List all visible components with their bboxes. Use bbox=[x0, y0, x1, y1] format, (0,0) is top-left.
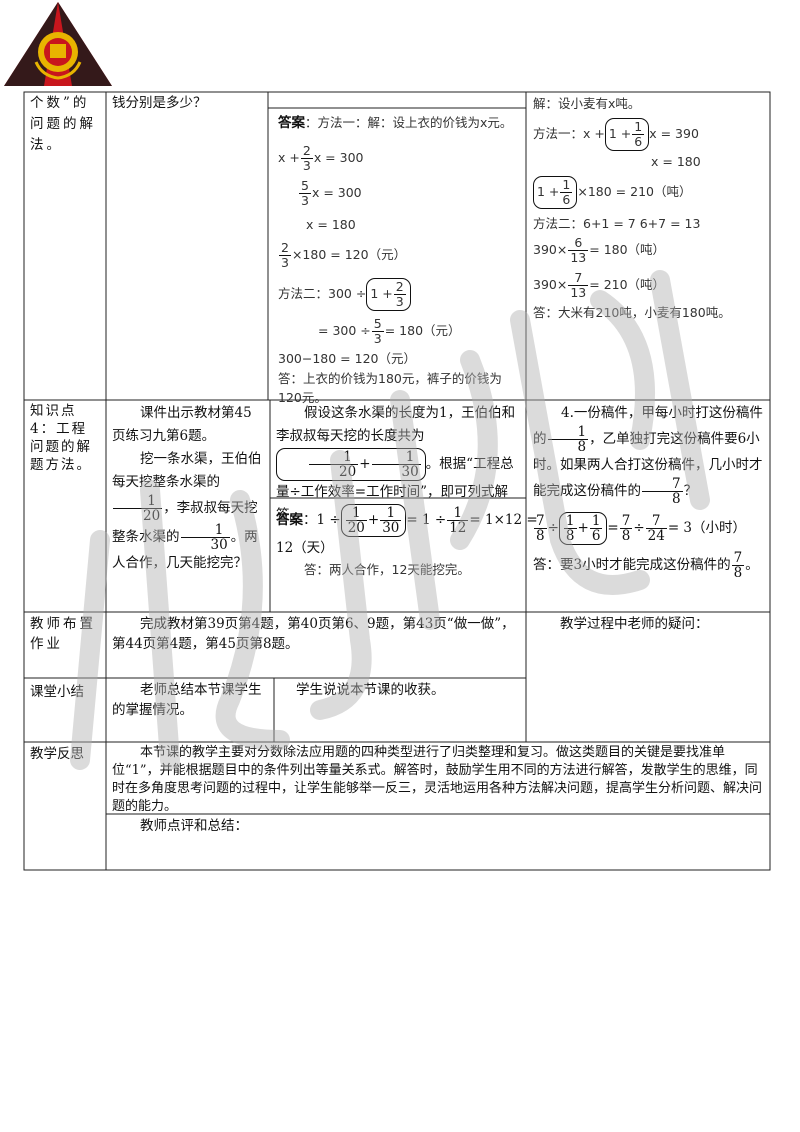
ans-line2: 12（天） bbox=[276, 540, 334, 556]
method1-head: ：方法一：解：设上衣的价钱为x元。 bbox=[305, 115, 513, 130]
row1-problem: 钱分别是多少？ bbox=[112, 95, 207, 111]
teacher-questions: 教学过程中老师的疑问： bbox=[560, 616, 709, 632]
solution-head: 解：设小麦有x吨。 bbox=[533, 96, 641, 111]
row3-label: 教师布置作业 bbox=[30, 616, 96, 652]
student-summary: 学生说说本节课的收获。 bbox=[296, 682, 445, 698]
school-logo bbox=[4, 2, 112, 86]
solution-conclusion: 答：大米有210吨，小麦有180吨。 bbox=[533, 305, 731, 320]
equation-7: 300−180 = 120（元） bbox=[278, 351, 416, 366]
row1-topic: 个数”的问题的解法。 bbox=[30, 95, 96, 153]
row5-label: 教学反思 bbox=[30, 746, 84, 762]
answer-label: 答案 bbox=[278, 115, 305, 131]
row2-topic: 知识点4：工程问题的解题方法。 bbox=[30, 403, 92, 473]
row2-exercise-ref: 课件出示教材第45页练习九第6题。 bbox=[112, 405, 252, 444]
row1-conclusion: 答：上衣的价钱为180元，裤子的价钱为120元。 bbox=[278, 371, 502, 405]
equation-3: x = 180 bbox=[306, 217, 356, 232]
teacher-summary: 老师总结本节课学生的掌握情况。 bbox=[112, 682, 262, 718]
ans-conclusion: 答：两人合作，12天能挖完。 bbox=[304, 562, 470, 577]
row4-label: 课堂小结 bbox=[30, 684, 84, 700]
teaching-reflection: 本节课的教学主要对分数除法应用题的四种类型进行了归类整理和复习。做这类题目的关键… bbox=[112, 745, 763, 814]
teacher-review: 教师点评和总结： bbox=[140, 818, 248, 834]
m2-head: 方法二：6+1 = 7 6+7 = 13 bbox=[533, 216, 701, 231]
m1-equation-2: x = 180 bbox=[651, 154, 701, 169]
homework-content: 完成教材第39页第4题，第40页第6、9题，第43页“做一做”，第44页第4题，… bbox=[112, 616, 515, 652]
